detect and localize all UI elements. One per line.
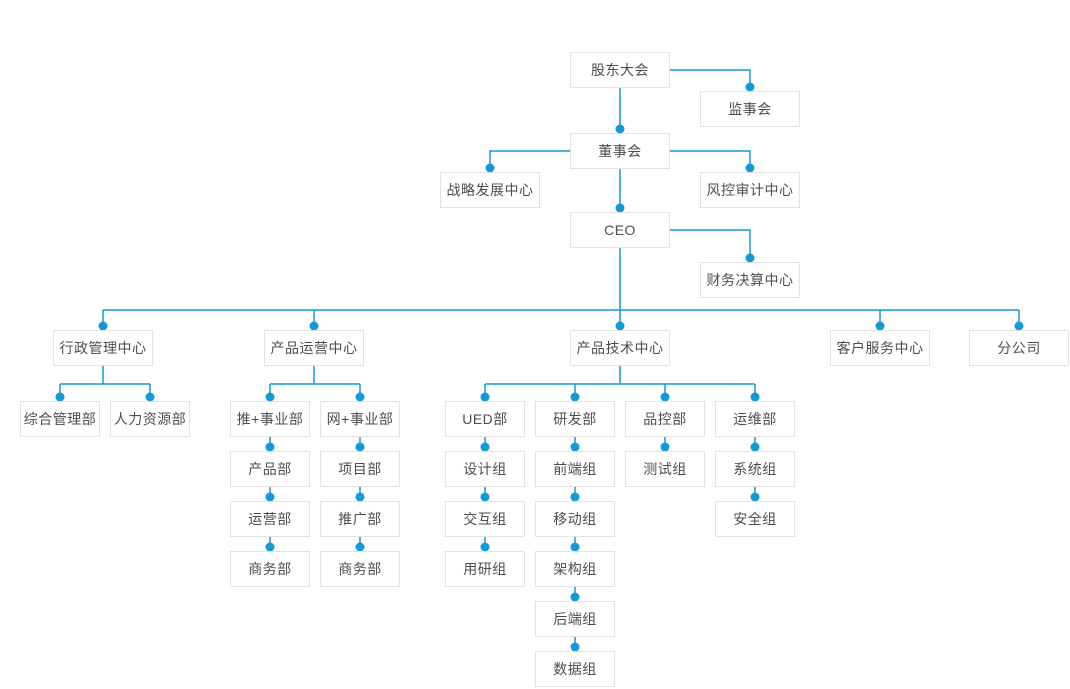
node-general-mgmt-dept[interactable]: 综合管理部 (20, 401, 100, 437)
node-business-dept-2[interactable]: 商务部 (320, 551, 400, 587)
node-ops-dept[interactable]: 运维部 (715, 401, 795, 437)
node-product-ops-center[interactable]: 产品运营中心 (264, 330, 364, 366)
node-business-dept-1[interactable]: 商务部 (230, 551, 310, 587)
node-operation-dept[interactable]: 运营部 (230, 501, 310, 537)
node-product-tech-center[interactable]: 产品技术中心 (570, 330, 670, 366)
node-frontend-group[interactable]: 前端组 (535, 451, 615, 487)
node-user-research-group[interactable]: 用研组 (445, 551, 525, 587)
node-hr-dept[interactable]: 人力资源部 (110, 401, 190, 437)
node-interaction-group[interactable]: 交互组 (445, 501, 525, 537)
node-product-dept[interactable]: 产品部 (230, 451, 310, 487)
node-admin-center[interactable]: 行政管理中心 (53, 330, 153, 366)
node-ued-dept[interactable]: UED部 (445, 401, 525, 437)
node-customer-service-center[interactable]: 客户服务中心 (830, 330, 930, 366)
node-architecture-group[interactable]: 架构组 (535, 551, 615, 587)
node-supervisory-board[interactable]: 监事会 (700, 91, 800, 127)
node-board-of-directors[interactable]: 董事会 (570, 133, 670, 169)
node-tui-division[interactable]: 推+事业部 (230, 401, 310, 437)
node-project-dept[interactable]: 项目部 (320, 451, 400, 487)
node-branch-company[interactable]: 分公司 (969, 330, 1069, 366)
node-finance-center[interactable]: 财务决算中心 (700, 262, 800, 298)
node-testing-group[interactable]: 测试组 (625, 451, 705, 487)
node-risk-audit-center[interactable]: 风控审计中心 (700, 172, 800, 208)
node-qc-dept[interactable]: 品控部 (625, 401, 705, 437)
node-data-group[interactable]: 数据组 (535, 651, 615, 687)
node-ceo[interactable]: CEO (570, 212, 670, 248)
node-rd-dept[interactable]: 研发部 (535, 401, 615, 437)
connector-lines (59, 69, 1020, 647)
node-promotion-dept[interactable]: 推广部 (320, 501, 400, 537)
node-security-group[interactable]: 安全组 (715, 501, 795, 537)
node-wang-division[interactable]: 网+事业部 (320, 401, 400, 437)
node-shareholders-meeting[interactable]: 股东大会 (570, 52, 670, 88)
connector-dots (55, 82, 1024, 652)
node-strategy-center[interactable]: 战略发展中心 (440, 172, 540, 208)
node-mobile-group[interactable]: 移动组 (535, 501, 615, 537)
node-backend-group[interactable]: 后端组 (535, 601, 615, 637)
node-design-group[interactable]: 设计组 (445, 451, 525, 487)
node-system-group[interactable]: 系统组 (715, 451, 795, 487)
